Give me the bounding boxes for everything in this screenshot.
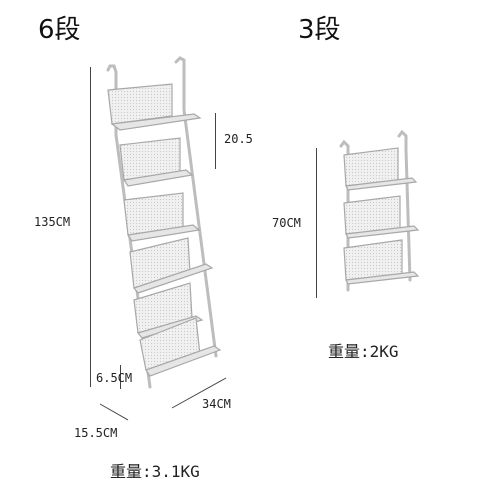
spacing-label: 20.5 bbox=[224, 132, 253, 146]
weight-3-tier: 重量:2KG bbox=[328, 342, 399, 361]
title-6-tier: 6段 bbox=[38, 15, 81, 45]
spacing-dimension-line bbox=[215, 113, 216, 169]
height-label-right: 70CM bbox=[272, 216, 301, 230]
bottom-label: 6.5CM bbox=[96, 371, 133, 385]
weight-6-tier: 重量:3.1KG bbox=[110, 462, 200, 481]
bottom-dimension-line bbox=[120, 365, 121, 389]
height-label: 135CM bbox=[34, 215, 71, 229]
width-label: 34CM bbox=[202, 397, 231, 411]
title-3-tier: 3段 bbox=[298, 15, 341, 45]
depth-label: 15.5CM bbox=[74, 426, 118, 440]
height-dimension-line bbox=[90, 67, 91, 387]
height-dimension-line-right bbox=[316, 148, 317, 298]
